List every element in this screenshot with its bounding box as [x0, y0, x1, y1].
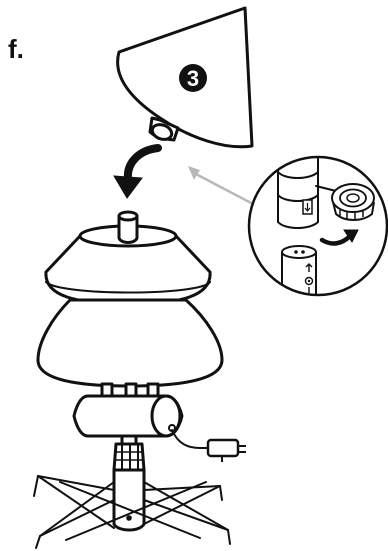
step-number-text: 3 — [187, 66, 199, 91]
power-cord — [172, 430, 210, 448]
detail-callout-circle — [249, 152, 387, 310]
plug-icon — [208, 440, 246, 462]
motor-housing — [74, 396, 182, 436]
top-tree-section: 3 — [118, 8, 252, 147]
down-arrow-icon — [114, 148, 158, 198]
threaded-collar — [114, 436, 144, 470]
stand-connector — [102, 384, 158, 396]
callout-arrow — [188, 166, 255, 205]
stand-pole — [114, 470, 144, 530]
